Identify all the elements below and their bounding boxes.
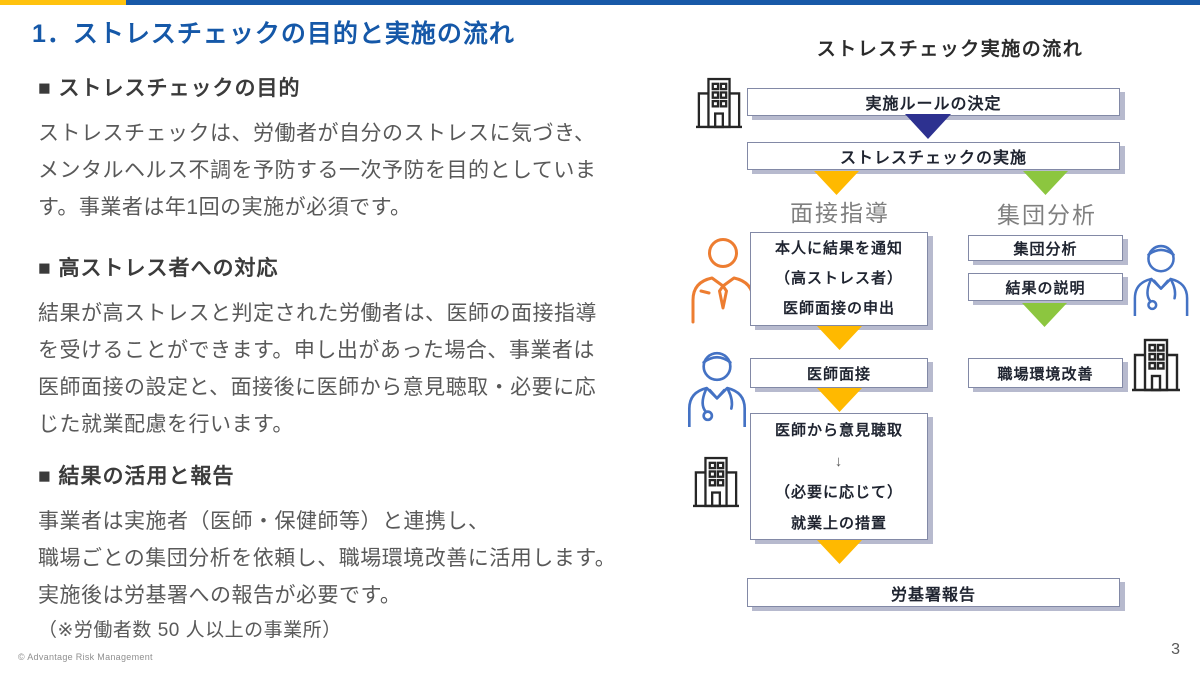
flow-box-workplace-improvement: 職場環境改善: [968, 358, 1123, 388]
building-icon: [696, 77, 742, 129]
flow-box-opinion-line: 就業上の措置: [790, 514, 887, 532]
body-text-line: じた就業配慮を行います。: [38, 413, 294, 436]
body-text-line: ストレスチェックは、労働者が自分のストレスに気づき、: [38, 122, 596, 145]
body-text-line: を受けることができます。申し出があった場合、事業者は: [38, 339, 595, 362]
building-icon: [1132, 338, 1180, 392]
branch-label-group-analysis: 集団分析: [997, 202, 1097, 228]
section-heading: ■ ストレスチェックの目的: [38, 77, 301, 100]
section-purpose: ■ ストレスチェックの目的 ストレスチェックは、労働者が自分のストレスに気づき、…: [38, 72, 683, 226]
page-title: 1．ストレスチェックの目的と実施の流れ: [32, 20, 515, 48]
flowchart-title: ストレスチェック実施の流れ: [816, 39, 1084, 60]
page-number: 3: [1171, 641, 1180, 658]
flow-box-opinion-line: （必要に応じて）: [774, 483, 903, 501]
arrow-down-yellow-icon: [817, 326, 862, 350]
arrow-down-yellow-icon: [814, 171, 859, 195]
section-heading: ■ 高ストレス者への対応: [38, 257, 279, 280]
footnote-text: （※労働者数 50 人以上の事業所）: [38, 620, 342, 641]
flow-box-doctor-interview: 医師面接: [750, 358, 928, 388]
section-high-stress: ■ 高ストレス者への対応 結果が高ストレスと判定された労働者は、医師の面接指導 …: [38, 252, 683, 443]
body-text-line: 医師面接の設定と、面接後に医師から意見聴取・必要に応: [38, 376, 597, 399]
doctor-icon: [1133, 244, 1189, 316]
body-text-line: す。事業者は年1回の実施が必須です。: [38, 196, 412, 219]
copyright-text: © Advantage Risk Management: [18, 652, 153, 662]
flow-box-implement: ストレスチェックの実施: [747, 142, 1120, 170]
body-text-line: 職場ごとの集団分析を依頼し、職場環境改善に活用します。: [38, 547, 617, 570]
flow-box-result-explanation: 結果の説明: [968, 273, 1123, 301]
flow-box-opinion-line: 医師から意見聴取: [774, 421, 903, 439]
flow-box-notify: 本人に結果を通知 （高ストレス者） 医師面接の申出: [750, 232, 928, 326]
top-accent-bar: [0, 0, 1200, 5]
body-text-line: 実施後は労基署への報告が必要です。: [38, 584, 402, 607]
body-text-line: 事業者は実施者（医師・保健師等）と連携し、: [38, 510, 490, 533]
flow-box-labor-bureau-report: 労基署報告: [747, 578, 1120, 607]
body-text-line: メンタルヘルス不調を予防する一次予防を目的としていま: [38, 159, 597, 182]
arrow-down-green-icon: [1022, 303, 1067, 327]
flowchart: ストレスチェック実施の流れ 実施ルールの決定 ストレスチェックの実施 面接指導 …: [680, 28, 1192, 628]
flow-box-rule: 実施ルールの決定: [747, 88, 1120, 116]
doctor-icon: [687, 351, 747, 427]
arrow-down-yellow-icon: [817, 388, 862, 412]
arrow-down-yellow-icon: [817, 540, 862, 564]
section-results-report: ■ 結果の活用と報告 事業者は実施者（医師・保健師等）と連携し、 職場ごとの集団…: [38, 460, 683, 648]
employee-icon: [691, 238, 755, 324]
flow-box-notify-line: 本人に結果を通知: [774, 240, 903, 257]
accent-bar-yellow: [0, 0, 126, 5]
accent-bar-blue: [126, 0, 1200, 5]
building-icon: [693, 456, 739, 508]
arrow-down-green-icon: [1023, 171, 1068, 195]
section-heading: ■ 結果の活用と報告: [38, 465, 235, 488]
body-text-line: 結果が高ストレスと判定された労働者は、医師の面接指導: [38, 302, 597, 325]
flow-box-group-analysis: 集団分析: [968, 235, 1123, 261]
flow-box-notify-line: 医師面接の申出: [782, 300, 895, 317]
flow-box-opinion: 医師から意見聴取 ↓ （必要に応じて） 就業上の措置: [750, 413, 928, 540]
branch-label-interview: 面接指導: [790, 200, 890, 226]
flow-box-notify-line: （高ストレス者）: [774, 270, 903, 287]
arrow-down-navy-icon: [905, 114, 951, 139]
down-arrow-glyph: ↓: [834, 452, 844, 470]
